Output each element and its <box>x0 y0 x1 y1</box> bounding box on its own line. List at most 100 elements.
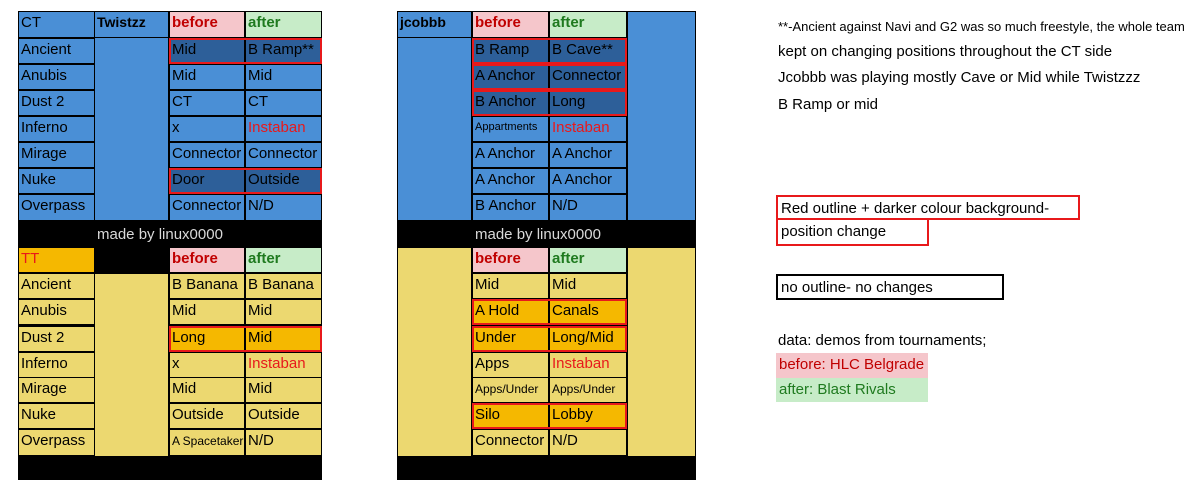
before-cell: Apps <box>473 353 548 377</box>
after-cell: Connector <box>550 65 626 89</box>
before-cell: Silo <box>473 404 548 428</box>
legend-unchanged-box: no outline- no changes <box>776 274 1004 300</box>
before-cell: Connector <box>170 143 244 167</box>
change-outline <box>169 168 322 194</box>
player-column-t <box>95 274 168 456</box>
after-cell: B Cave** <box>550 39 626 63</box>
legend-changed-box: Red outline + darker colour background- <box>776 195 1080 220</box>
after-cell: Outside <box>246 169 321 193</box>
after-cell: B Banana <box>246 274 321 298</box>
before-cell: Mid <box>170 300 244 324</box>
side-header-t: TT <box>19 248 94 272</box>
before-cell: Mid <box>170 39 244 63</box>
map-label: Nuke <box>19 169 94 193</box>
after-cell: Instaban <box>550 117 626 141</box>
before-cell: B Anchor <box>473 195 548 220</box>
watermark: made by linux0000 <box>475 226 601 243</box>
after-cell: N/D <box>246 195 321 220</box>
map-label: Dust 2 <box>19 91 94 115</box>
before-cell: B Ramp <box>473 39 548 63</box>
side-header-ct: CT <box>19 12 94 37</box>
before-cell: A Spacetaker <box>170 430 244 455</box>
player-name: jcobbb <box>398 12 471 37</box>
before-cell: A Anchor <box>473 143 548 167</box>
change-outline <box>472 38 627 64</box>
after-cell: CT <box>246 91 321 115</box>
after-cell: N/D <box>550 195 626 220</box>
after-cell: Mid <box>246 378 321 402</box>
map-label: Overpass <box>19 195 94 220</box>
player-name: Twistzz <box>95 12 168 37</box>
before-cell: A Anchor <box>473 65 548 89</box>
after-cell: A Anchor <box>550 143 626 167</box>
before-cell: Long <box>170 327 244 351</box>
after-cell: Mid <box>246 327 321 351</box>
after-cell: N/D <box>246 430 321 455</box>
before-cell: Mid <box>170 378 244 402</box>
map-label: Anubis <box>19 65 94 89</box>
after-header: after <box>246 12 321 37</box>
after-cell: Mid <box>246 65 321 89</box>
change-outline <box>472 299 627 325</box>
before-cell: Door <box>170 169 244 193</box>
player-column-ct <box>95 38 168 220</box>
change-outline <box>169 38 322 64</box>
after-cell: A Anchor <box>550 169 626 193</box>
map-label: Mirage <box>19 143 94 167</box>
before-cell: A Hold <box>473 300 548 324</box>
before-cell: Outside <box>170 404 244 428</box>
legend-changed-box-2: position change <box>776 220 929 246</box>
change-outline <box>169 326 322 352</box>
extra-column-t <box>628 248 695 456</box>
map-label: Nuke <box>19 404 94 428</box>
after-cell: Instaban <box>246 117 321 141</box>
before-cell: Under <box>473 327 548 351</box>
before-cell: Connector <box>473 430 548 455</box>
after-header: after <box>550 248 626 272</box>
after-header: after <box>550 12 626 37</box>
before-cell: x <box>170 353 244 377</box>
player-column-t <box>398 248 471 456</box>
before-cell: A Anchor <box>473 169 548 193</box>
before-cell: B Banana <box>170 274 244 298</box>
before-cell: x <box>170 117 244 141</box>
map-label: Ancient <box>19 274 94 298</box>
before-cell: Mid <box>473 274 548 298</box>
change-outline <box>472 64 627 90</box>
map-label: Overpass <box>19 430 94 455</box>
change-outline <box>472 403 627 429</box>
note-line: kept on changing positions throughout th… <box>778 43 1113 60</box>
watermark: made by linux0000 <box>97 226 223 243</box>
after-cell: Canals <box>550 300 626 324</box>
map-label: Inferno <box>19 117 94 141</box>
before-header: before <box>170 12 244 37</box>
after-cell: Lobby <box>550 404 626 428</box>
extra-column-ct <box>628 12 695 220</box>
note-line: Jcobbb was playing mostly Cave or Mid wh… <box>778 69 1141 86</box>
data-source: data: demos from tournaments; <box>778 332 987 349</box>
change-outline <box>472 326 627 352</box>
after-cell: Connector <box>246 143 321 167</box>
after-cell: Instaban <box>550 353 626 377</box>
map-label: Dust 2 <box>19 327 94 351</box>
before-cell: Connector <box>170 195 244 220</box>
before-cell: CT <box>170 91 244 115</box>
after-cell: Outside <box>246 404 321 428</box>
after-cell: Mid <box>246 300 321 324</box>
after-cell: N/D <box>550 430 626 455</box>
change-outline <box>472 90 627 116</box>
after-cell: Apps/Under <box>550 378 626 402</box>
before-header: before <box>473 12 548 37</box>
before-cell: Appartments <box>473 117 548 141</box>
after-cell: B Ramp** <box>246 39 321 63</box>
player-column-ct <box>398 38 471 220</box>
note-line: B Ramp or mid <box>778 96 879 113</box>
after-event: after: Blast Rivals <box>776 378 928 402</box>
map-label: Ancient <box>19 39 94 63</box>
after-header: after <box>246 248 321 272</box>
map-label: Anubis <box>19 300 94 324</box>
before-cell: Apps/Under <box>473 378 548 402</box>
before-cell: B Anchor <box>473 91 548 115</box>
after-cell: Long/Mid <box>550 327 626 351</box>
note-line: **-Ancient against Navi and G2 was so mu… <box>778 19 1185 34</box>
